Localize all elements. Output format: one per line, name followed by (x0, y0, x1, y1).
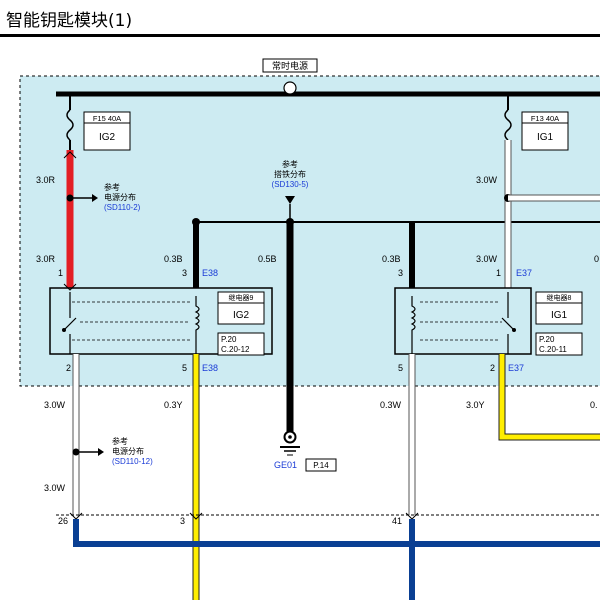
relay-right-coil (410, 296, 416, 354)
relay-left-name-box (217, 302, 265, 325)
relay-right-name: IG1 (551, 310, 568, 321)
relay-left-contact-arm (63, 317, 77, 331)
relay-right-label: 继电器8 (547, 293, 572, 302)
ground-terminal-center (288, 435, 292, 439)
wire-label-3-0W-below-left: 3.0W (44, 400, 66, 410)
wire-label-0-3Y-left: 0.3Y (164, 400, 183, 410)
connector-3-arrow (189, 512, 203, 520)
power-label: 常时电源 (272, 60, 308, 71)
relay-left-ref-box (217, 332, 265, 356)
pin-3-right: 3 (398, 268, 403, 278)
pin-1-right: 1 (496, 268, 501, 278)
title-divider (0, 34, 600, 37)
reference-lower-code: (SD110-12) (112, 457, 153, 466)
page-title: 智能钥匙模块(1) (6, 11, 133, 31)
reference-arrow-lower-head (98, 448, 104, 456)
pin-26: 26 (58, 516, 68, 526)
connector-e37-top: E37 (516, 268, 532, 278)
reference-lower-line2: 电源分布 (112, 446, 144, 456)
connector-e38-top: E38 (202, 268, 218, 278)
wire-label-3-0R-bottom: 3.0R (36, 254, 56, 264)
power-label-box (262, 58, 318, 73)
reference-arrow-left-head (92, 194, 98, 202)
fuse-right-rating-box (521, 111, 569, 124)
pin-3-left: 3 (182, 268, 187, 278)
connector-e38-bottom: E38 (202, 363, 218, 373)
wire-label-3-0R-top: 3.0R (36, 175, 56, 185)
relay-left-box (49, 287, 273, 355)
wire-red-arrow-bottom (63, 283, 77, 291)
relay-left-page: P.20 (221, 335, 237, 344)
fuse-right-name: IG1 (537, 132, 554, 143)
relay-right-page: P.20 (539, 335, 555, 344)
relay-left-label: 继电器9 (229, 293, 254, 302)
relay-right-contact-arm (501, 317, 515, 331)
relay-left-coil (194, 296, 200, 354)
pin-2-left: 2 (66, 363, 71, 373)
reference-left-code: (SD110-2) (104, 203, 141, 212)
wire-label-0-3W-right: 0.3W (380, 400, 402, 410)
pin-2-right: 2 (490, 363, 495, 373)
wire-label-partial-below: 0. (590, 400, 598, 410)
reference-left-line2: 电源分布 (104, 192, 136, 202)
relay-right-name-box (535, 302, 583, 325)
wire-label-partial-top: 0 (594, 254, 599, 264)
ground-name: GE01 (274, 460, 297, 470)
fuse-left-rating: F15 40A (93, 114, 121, 123)
relay-right-box (394, 287, 532, 355)
ground-reference-arrow (285, 196, 295, 204)
wire-red-arrow-top (63, 151, 77, 159)
reference-left-line1: 参考 (104, 182, 120, 192)
relay-left-conn: C.20-12 (221, 345, 250, 354)
fuse-left-name: IG2 (99, 132, 116, 143)
wire-label-3-0W-right-top: 3.0W (476, 175, 498, 185)
relay-right-ref-box (535, 332, 583, 356)
reference-center-line2: 搭铁分布 (274, 169, 306, 179)
pin-5-right: 5 (398, 363, 403, 373)
wire-label-0-3B-right: 0.3B (382, 254, 401, 264)
relay-right-conn: C.20-11 (539, 345, 567, 354)
fuse-left-symbol (66, 109, 74, 141)
pin-5-left: 5 (182, 363, 187, 373)
relay-left-name: IG2 (233, 310, 250, 321)
fuse-left-rating-box (83, 111, 131, 124)
pin-1-left: 1 (58, 268, 63, 278)
fuse-right-symbol (504, 109, 512, 141)
wire-blue-bus (73, 519, 600, 547)
wire-label-0-3B-left: 0.3B (164, 254, 183, 264)
wire-label-3-0W-lower: 3.0W (44, 483, 66, 493)
reference-lower-line1: 参考 (112, 436, 128, 446)
wire-label-3-0Y-right: 3.0Y (466, 400, 485, 410)
pin-3-bottom: 3 (180, 516, 185, 526)
fuse-right-rating: F13 40A (531, 114, 559, 123)
wire-label-0-5B: 0.5B (258, 254, 277, 264)
power-terminal (283, 81, 297, 95)
wire-label-3-0W-right-mid: 3.0W (476, 254, 498, 264)
reference-center-line1: 参考 (282, 159, 298, 169)
reference-center-code: (SD130-5) (272, 180, 309, 189)
connector-e37-bottom: E37 (508, 363, 524, 373)
pin-41: 41 (392, 516, 402, 526)
ground-page-box (305, 458, 337, 472)
wire-yellow-right (499, 354, 600, 440)
ground-page: P.14 (313, 461, 329, 470)
